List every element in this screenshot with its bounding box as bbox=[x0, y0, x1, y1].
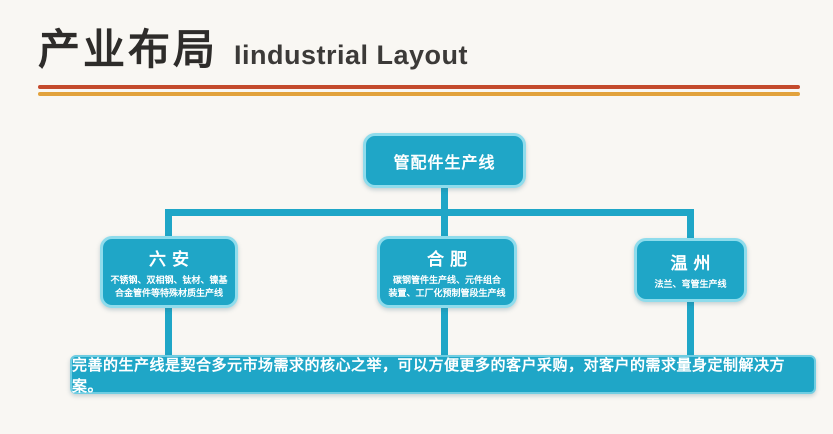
connector-luan-up bbox=[165, 212, 172, 238]
divider-red-line bbox=[38, 85, 800, 89]
branch-node-luan: 六安 不锈钢、双相钢、钛材、镍基 合金管件等特殊材质生产线 bbox=[100, 236, 238, 308]
header: 产业布局 Iindustrial Layout bbox=[38, 16, 468, 77]
divider-orange-line bbox=[38, 92, 800, 96]
branch-desc-text: 碳钢管件生产线、元件组合 装置、工厂化预制管段生产线 bbox=[388, 275, 506, 298]
branch-city-label: 合肥 bbox=[427, 250, 473, 270]
connector-wenzhou-down bbox=[687, 300, 694, 357]
root-node: 管配件生产线 bbox=[363, 133, 526, 188]
connector-luan-down bbox=[165, 306, 172, 357]
connector-hefei-up bbox=[441, 212, 448, 238]
connector-wenzhou-up bbox=[687, 212, 694, 240]
root-node-label: 管配件生产线 bbox=[393, 154, 496, 172]
branch-node-hefei: 合肥 碳钢管件生产线、元件组合 装置、工厂化预制管段生产线 bbox=[377, 236, 517, 308]
summary-text: 完善的生产线是契合多元市场需求的核心之举，可以方便更多的客户采购，对客户的需求量… bbox=[72, 356, 786, 395]
branch-desc-text: 法兰、弯管生产线 bbox=[654, 279, 727, 290]
connector-hefei-down bbox=[441, 306, 448, 357]
branch-node-wenzhou: 温州 法兰、弯管生产线 bbox=[634, 238, 747, 302]
summary-bar: 完善的生产线是契合多元市场需求的核心之举，可以方便更多的客户采购，对客户的需求量… bbox=[70, 355, 816, 395]
branch-desc-text: 不锈钢、双相钢、钛材、镍基 合金管件等特殊材质生产线 bbox=[110, 275, 228, 298]
connector-horizontal bbox=[165, 209, 694, 216]
page-title-en: Iindustrial Layout bbox=[234, 40, 469, 70]
branch-city-label: 温州 bbox=[670, 254, 717, 274]
branch-city-label: 六安 bbox=[149, 250, 195, 270]
connector-root-down bbox=[441, 186, 448, 213]
page-title-cn: 产业布局 bbox=[38, 26, 219, 73]
